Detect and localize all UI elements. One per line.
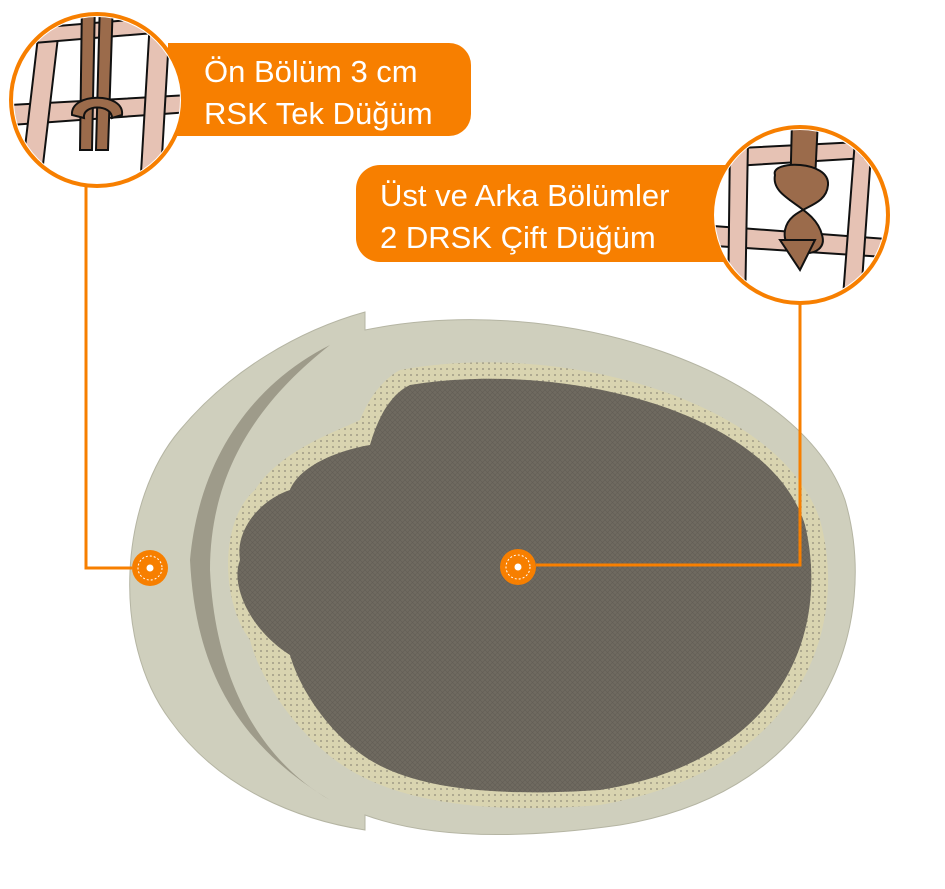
hairpiece-base xyxy=(129,311,856,836)
top-back-section-title: Üst ve Arka Bölümler xyxy=(380,178,670,213)
front-section-knot: RSK Tek Düğüm xyxy=(204,96,433,131)
leader-line-top-back xyxy=(536,300,802,567)
marker-top-back[interactable] xyxy=(500,549,536,585)
marker-front[interactable] xyxy=(132,550,168,586)
front-section-label: Ön Bölüm 3 cm RSK Tek Düğüm xyxy=(168,43,471,136)
top-back-section-knot: 2 DRSK Çift Düğüm xyxy=(380,220,656,255)
front-section-title: Ön Bölüm 3 cm xyxy=(204,54,418,89)
leader-line-front xyxy=(84,185,132,570)
top-back-section-label: Üst ve Arka Bölümler 2 DRSK Çift Düğüm xyxy=(356,165,736,262)
single-knot-illustration xyxy=(9,12,185,188)
double-knot-illustration xyxy=(710,125,890,305)
